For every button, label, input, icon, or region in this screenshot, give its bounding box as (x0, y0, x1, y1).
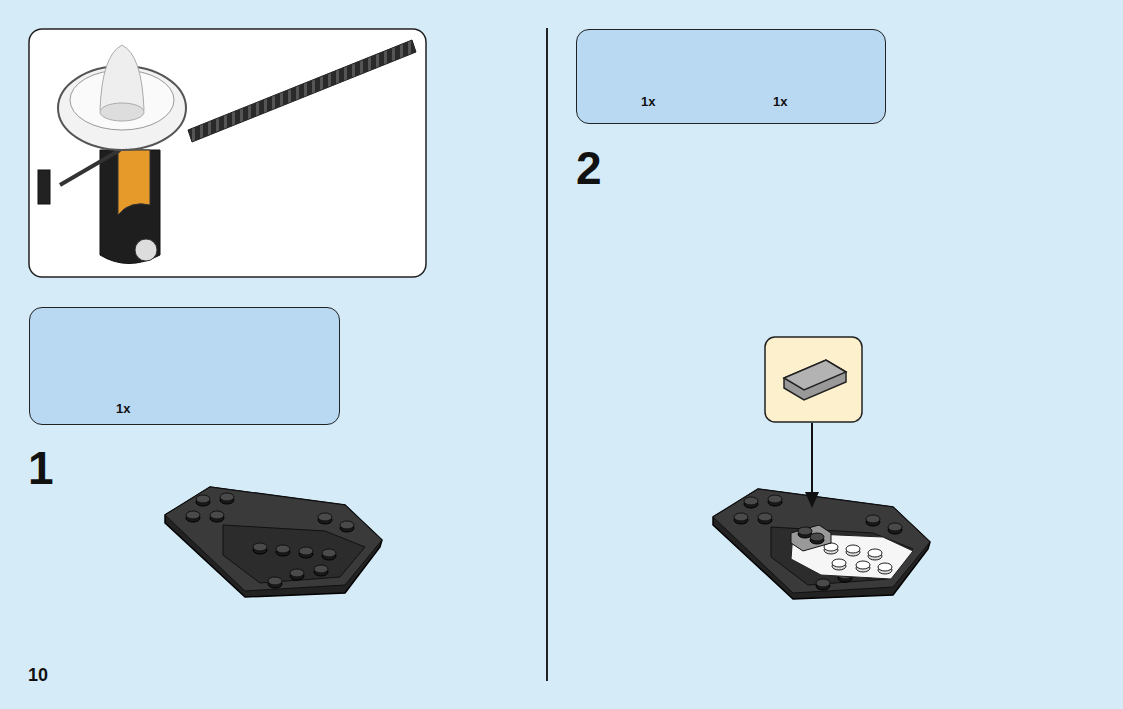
part-count: 1x (116, 401, 130, 416)
parts-panel: 1x 1x (576, 29, 886, 124)
step-number: 1 (28, 445, 54, 491)
parts-panel: 1x (29, 307, 340, 425)
plate-1x2-callout (784, 360, 846, 400)
spinner-figure (38, 40, 416, 264)
part-count: 1x (773, 94, 787, 109)
arrowhead (805, 492, 819, 508)
wedge-plate (165, 487, 382, 597)
step-number: 2 (576, 145, 602, 191)
wedge-plate (713, 489, 930, 599)
arrow-line (811, 423, 813, 494)
divider-line (546, 28, 548, 681)
callout-box (765, 337, 862, 422)
figure-frame (29, 29, 426, 277)
page-number: 10 (28, 666, 48, 684)
part-count: 1x (641, 94, 655, 109)
